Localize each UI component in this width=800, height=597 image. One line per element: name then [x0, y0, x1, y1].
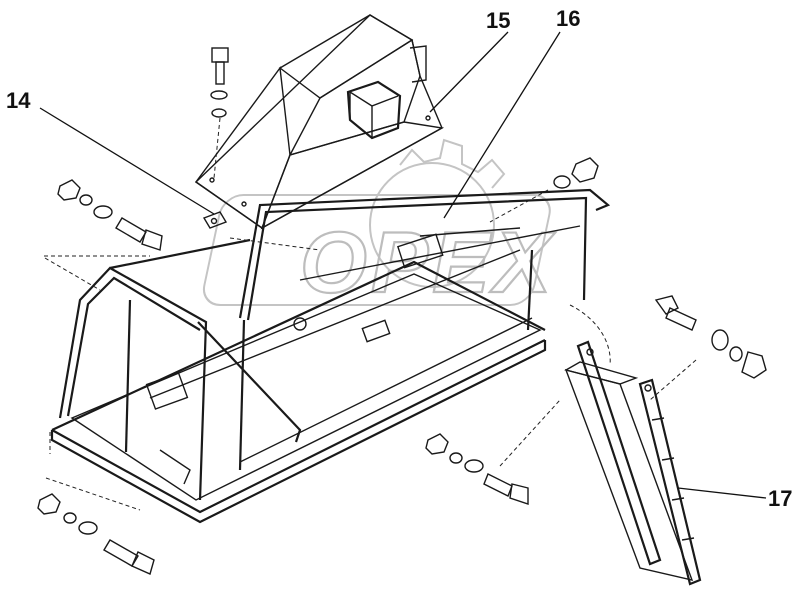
hardware-group-right-top — [489, 157, 599, 223]
callout-17: 17 — [768, 486, 792, 511]
leader-lines — [39, 31, 767, 499]
clip-part-14 — [202, 211, 228, 229]
hardware-group-left-top — [44, 179, 163, 257]
hardware-group-right — [649, 295, 767, 401]
callout-15: 15 — [486, 8, 510, 33]
callout-14: 14 — [6, 88, 31, 113]
ladder-part-17 — [564, 340, 702, 586]
platform-frame — [50, 249, 547, 524]
projection-lines — [44, 237, 611, 454]
cover-bolt — [210, 47, 229, 179]
callout-16: 16 — [556, 6, 580, 31]
hardware-group-left-bottom — [37, 477, 155, 575]
handrail-part-16 — [238, 188, 611, 321]
cover-housing-part-15 — [194, 14, 445, 230]
hardware-group-middle-bottom — [425, 399, 561, 505]
gear-logo-icon — [369, 138, 506, 288]
platform-railings — [58, 238, 534, 501]
